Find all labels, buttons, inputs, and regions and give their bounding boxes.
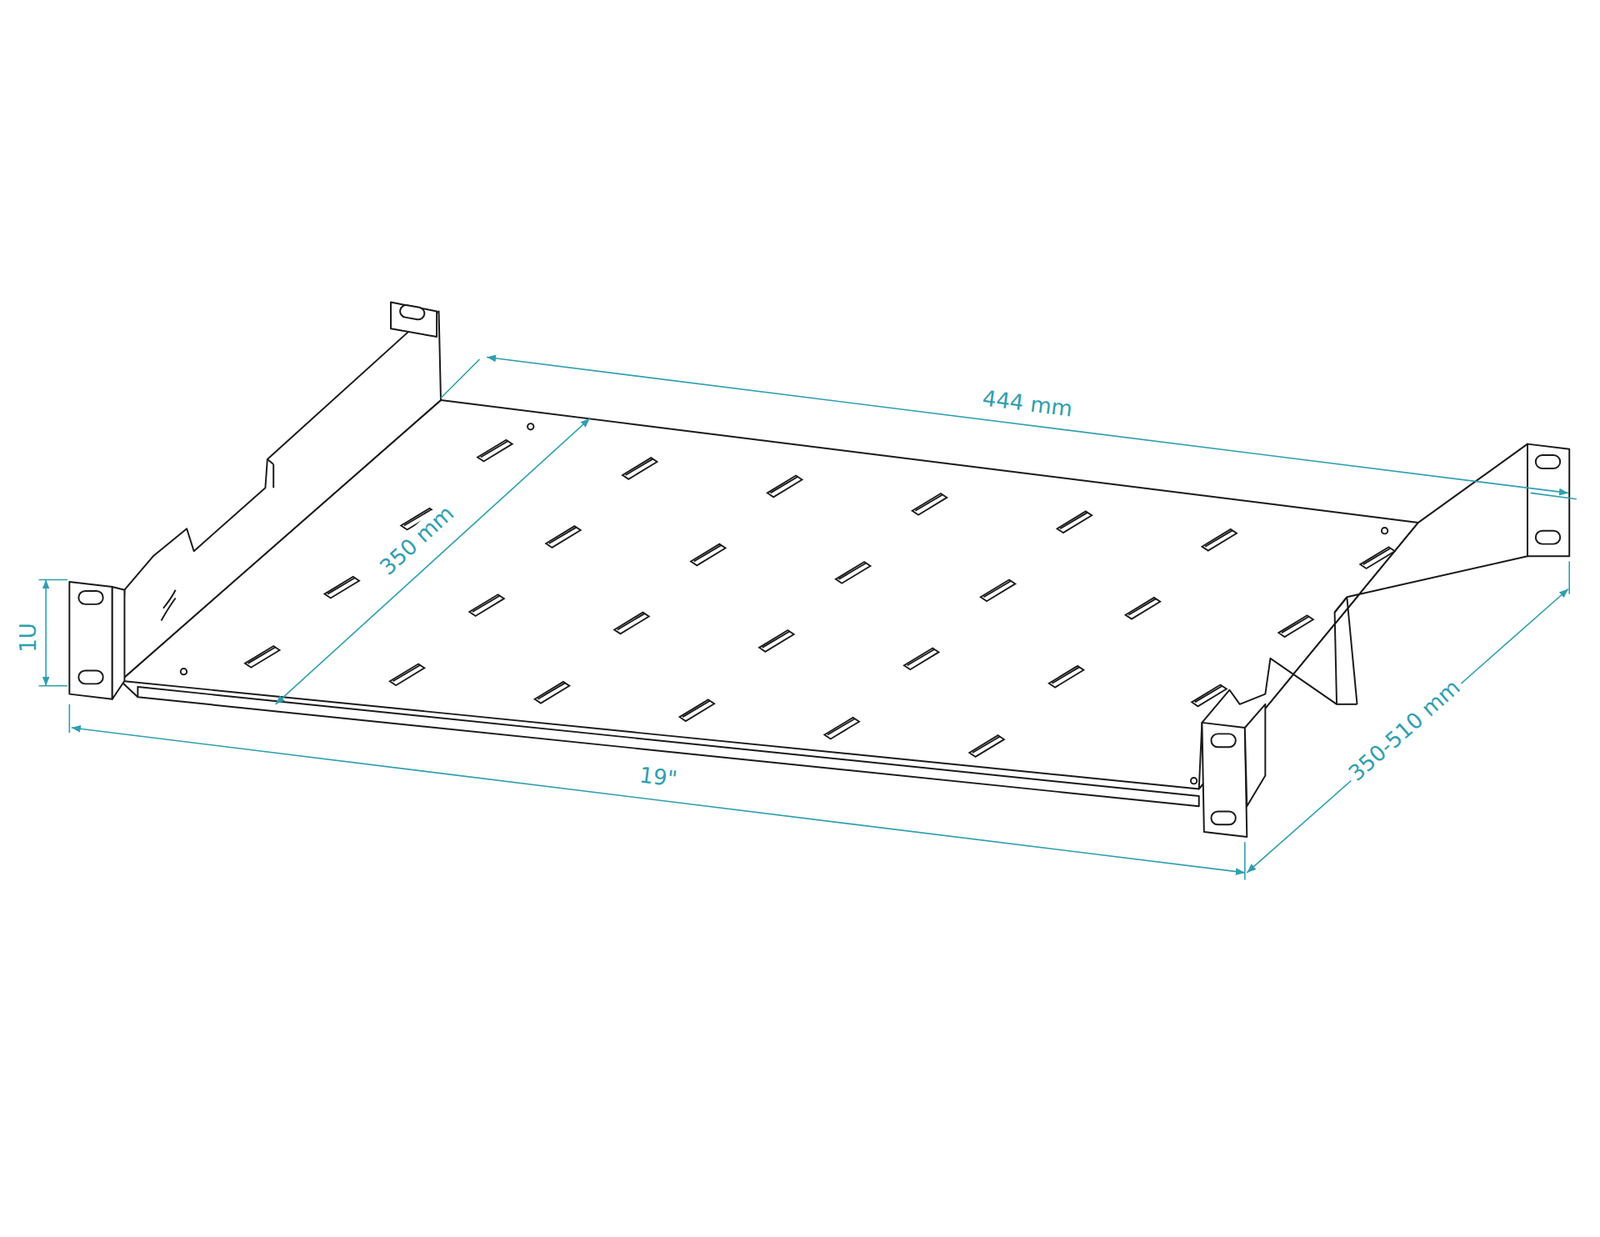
vent-slot-edge — [625, 458, 654, 475]
vent-slot-edge — [915, 494, 943, 511]
vent-slot — [614, 612, 650, 635]
vent-slot — [1360, 546, 1395, 569]
vent-slot — [1049, 665, 1085, 688]
back-right-ear — [1527, 444, 1570, 557]
vent-slot-edge — [549, 526, 577, 544]
vent-slot-edge — [327, 577, 355, 595]
vent-slot — [759, 630, 795, 652]
vent-slot — [245, 645, 280, 668]
vent-slot — [969, 735, 1005, 757]
vent-slot-edge — [694, 545, 722, 562]
vent-slot-edge — [907, 649, 935, 666]
vent-slot — [390, 663, 425, 685]
vent-slot-edge — [762, 630, 790, 648]
vent-slot-edge — [248, 646, 276, 664]
dimension-label: 444 mm — [977, 385, 1077, 421]
vent-slot-edge — [617, 613, 645, 630]
front-lip — [137, 686, 1199, 806]
vent-slot-edge — [1060, 512, 1088, 530]
vent-slot-edge — [1128, 598, 1156, 615]
vent-slot-edge — [392, 665, 420, 682]
vent-slot — [835, 561, 871, 584]
left-side-wall — [120, 310, 441, 680]
vent-slot-edge — [1051, 666, 1080, 684]
vent-slot — [324, 576, 360, 599]
vent-slot — [767, 475, 803, 498]
front-right-ear — [1201, 722, 1247, 837]
vent-slot-edge — [983, 580, 1011, 598]
vent-slot — [980, 579, 1016, 601]
dimension-label: 1U — [16, 619, 40, 656]
vent-slot — [469, 594, 505, 616]
vent-slot-edge — [1195, 685, 1223, 703]
vent-slot — [1125, 597, 1161, 620]
vent-slot-edge — [472, 595, 500, 612]
vent-slot-edge — [770, 476, 798, 494]
vent-slot — [680, 699, 715, 721]
vent-slot — [1201, 529, 1237, 551]
vent-slot — [904, 648, 940, 670]
vent-slot-edge — [480, 440, 509, 458]
vent-slot — [477, 440, 513, 462]
vent-slot-edge — [537, 682, 565, 700]
vent-slot-edge — [972, 735, 1000, 753]
vent-slot — [1057, 510, 1093, 533]
shelf-outline — [69, 301, 1570, 837]
vent-slot-edge — [839, 562, 867, 580]
vent-slot-edge — [1205, 530, 1233, 547]
dimension-lines — [39, 357, 1577, 880]
vent-slot — [1191, 685, 1227, 707]
back-left-ear — [390, 301, 437, 337]
vent-slots — [245, 440, 1395, 757]
vent-slot — [690, 544, 726, 566]
vent-slot — [912, 493, 948, 515]
vent-slot-edge — [682, 700, 710, 718]
vent-slot — [535, 681, 570, 704]
dimension-label: 350-510 mm — [1341, 672, 1467, 787]
vent-slot-edge — [1363, 548, 1391, 565]
vent-slot — [545, 525, 581, 548]
front-left-ear — [69, 581, 112, 700]
dimension-label: 19" — [635, 762, 682, 791]
vent-slot — [824, 717, 860, 740]
vent-slot — [1278, 615, 1314, 637]
vent-slot-edge — [1281, 616, 1310, 634]
vent-slot-edge — [827, 718, 855, 735]
vent-slot — [622, 457, 658, 480]
